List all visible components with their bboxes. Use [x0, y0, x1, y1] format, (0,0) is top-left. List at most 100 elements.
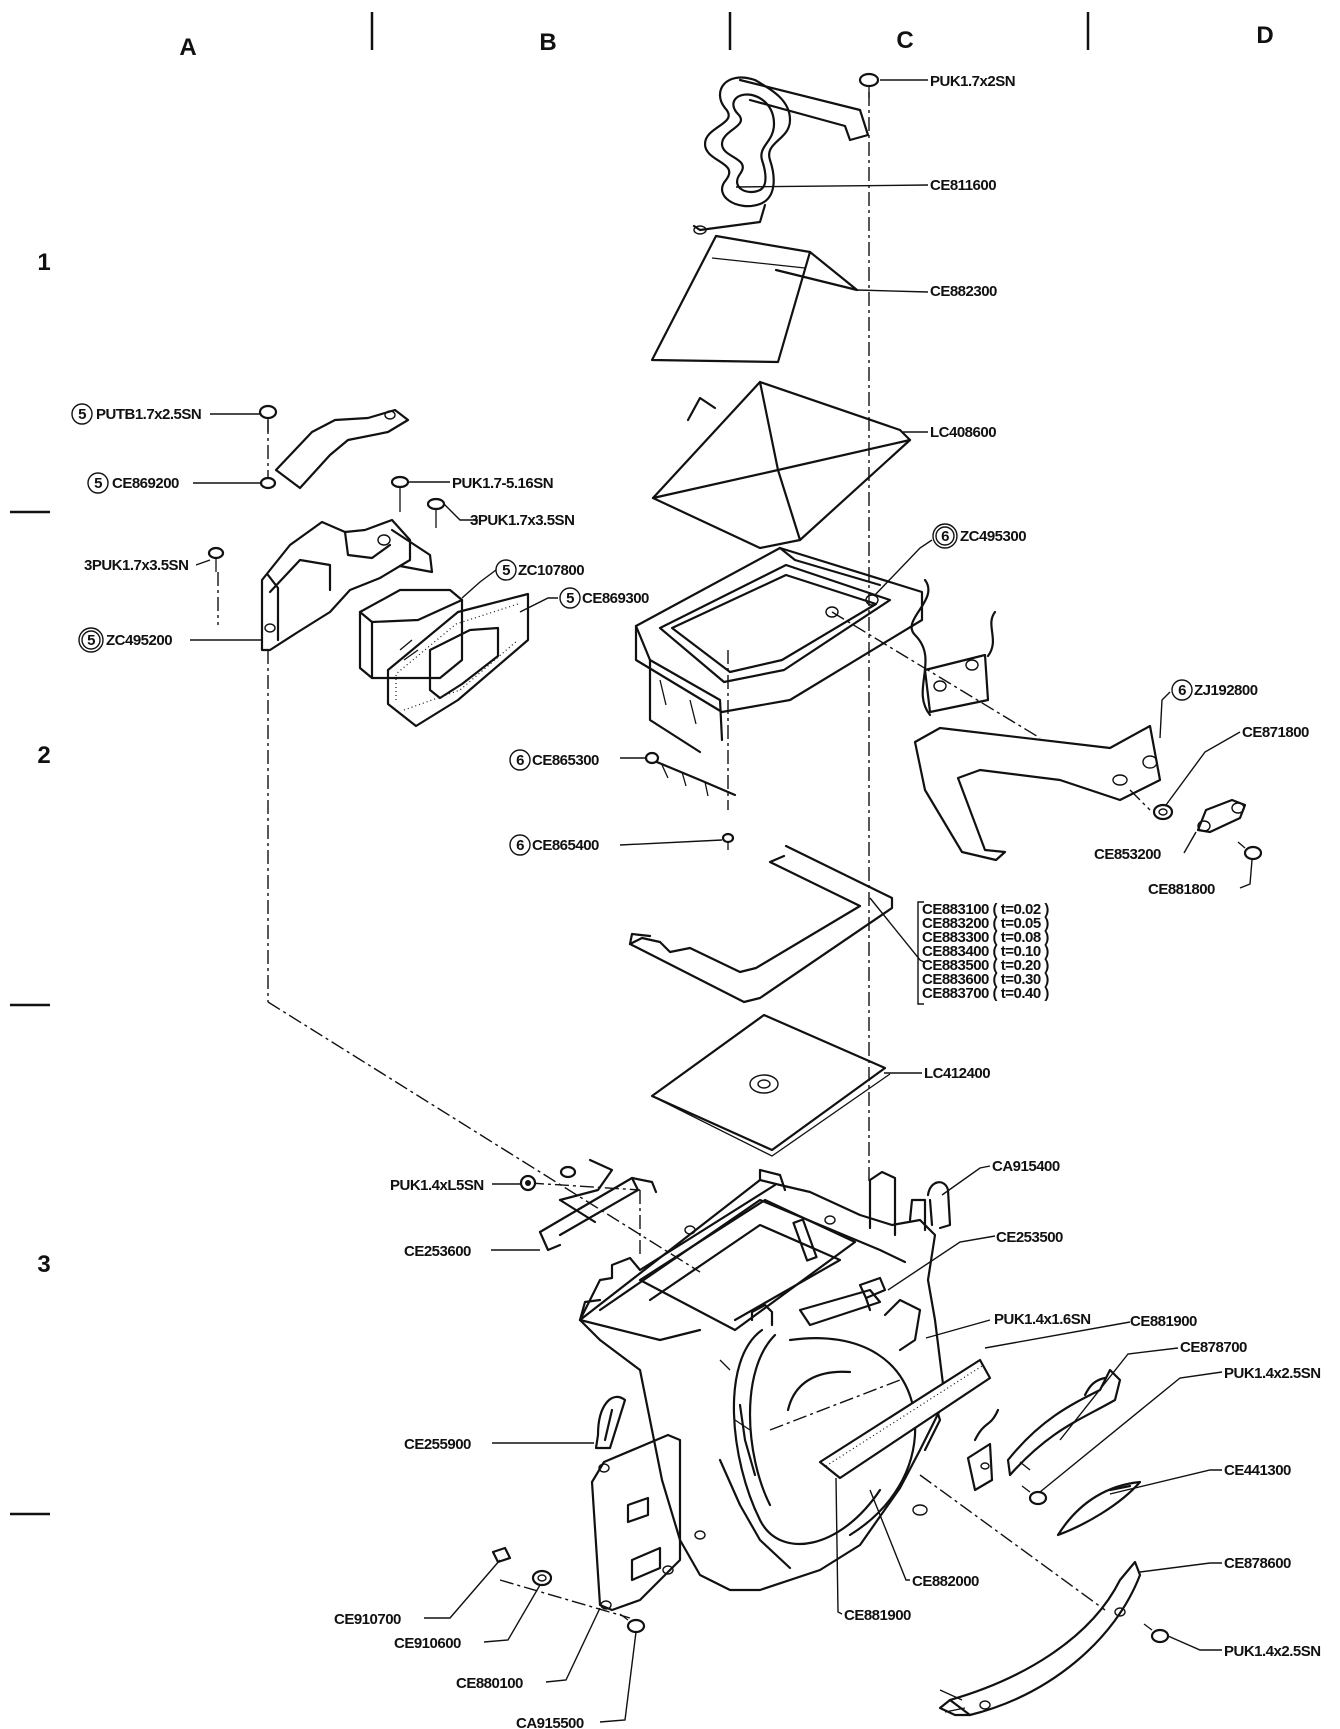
screw-puk14x25sn-upper	[1021, 1485, 1048, 1506]
label-ce865400: CE865400	[532, 837, 599, 854]
body-top-flange	[578, 1183, 777, 1342]
screw-ca915500	[619, 1613, 646, 1634]
label-lc408600: LC408600	[930, 424, 996, 441]
shim-ce883600: CE883600 ( t=0.30 )	[922, 971, 1049, 988]
grid-col-c: C	[896, 27, 913, 54]
screw-3puk17x35sn-left	[207, 546, 225, 572]
label-ce255900: CE255900	[404, 1436, 471, 1453]
label-putb17x25sn: PUTB1.7x2.5SN	[96, 406, 201, 423]
label-ca915500: CA915500	[516, 1715, 584, 1729]
label-3puk17x35sn-right: 3PUK1.7x3.5SN	[470, 512, 574, 529]
part-ce871800-washer	[1152, 803, 1174, 821]
screw-3puk17x35sn-right	[426, 497, 446, 528]
group-marker-6c: 6	[516, 752, 524, 769]
part-ce910600-washer	[531, 1569, 553, 1587]
label-ce871800: CE871800	[1242, 724, 1309, 741]
label-ce881800: CE881800	[1148, 881, 1215, 898]
part-ce869300-gasket	[386, 592, 530, 728]
group-markers: 5 5 5 5 5 6 6 6 6	[71, 403, 1193, 856]
label-lc412400: LC412400	[924, 1065, 990, 1082]
grid-col-b: B	[539, 29, 556, 56]
part-zc107800-block	[358, 588, 464, 680]
label-ce910600: CE910600	[394, 1635, 461, 1652]
label-ce878700: CE878700	[1180, 1339, 1247, 1356]
part-ce853200-clip	[1196, 798, 1247, 834]
part-ce910700	[491, 1546, 512, 1564]
group-marker-6a: 6	[941, 528, 949, 545]
part-ce253500-bracket	[858, 1276, 887, 1312]
label-zj192800: ZJ192800	[1194, 682, 1258, 699]
shim-ce883400: CE883400 ( t=0.10 )	[922, 943, 1049, 960]
label-ce865300: CE865300	[532, 752, 599, 769]
screw-ce881800	[1237, 841, 1263, 861]
part-labels: PUK1.7x2SN CE811600 CE882300 LC408600 PU…	[84, 73, 1321, 1729]
screw-puk14x25sn-lower	[1143, 1623, 1170, 1644]
shim-thickness-table: CE883100 ( t=0.02 ) CE883200 ( t=0.05 ) …	[917, 901, 1050, 1005]
grid-row-2: 2	[37, 742, 50, 769]
grid-row-3: 3	[37, 1251, 50, 1278]
label-puk14x25sn-lower: PUK1.4x2.5SN	[1224, 1643, 1321, 1660]
label-zc107800: ZC107800	[518, 562, 584, 579]
label-puk17x2sn: PUK1.7x2SN	[930, 73, 1015, 90]
label-ce869200: CE869200	[112, 475, 179, 492]
label-ce811600: CE811600	[930, 177, 996, 194]
group-marker-5a: 5	[78, 406, 86, 423]
shim-ce883200: CE883200 ( t=0.05 )	[922, 915, 1049, 932]
part-ce881900-spring	[966, 1408, 1000, 1492]
group-marker-6b: 6	[1178, 682, 1186, 699]
shim-ce883100: CE883100 ( t=0.02 )	[922, 901, 1049, 918]
group-marker-5d: 5	[566, 590, 574, 607]
leader-lines	[190, 79, 1253, 1723]
part-ce882000-spring	[818, 1358, 992, 1480]
group-marker-5b: 5	[94, 475, 102, 492]
body-side-plate	[590, 1433, 682, 1612]
part-ce865400-pin	[721, 832, 735, 850]
group-marker-6d: 6	[516, 837, 524, 854]
shim-ce883300: CE883300 ( t=0.08 )	[922, 929, 1049, 946]
main-body-housing	[578, 1168, 947, 1592]
label-ce878600: CE878600	[1224, 1555, 1291, 1572]
label-puk17-516sn: PUK1.7-5.16SN	[452, 475, 553, 492]
screw-puk17x2sn	[858, 72, 880, 98]
part-lc408600-prism	[651, 380, 912, 550]
part-ce869200-plate	[274, 408, 410, 490]
part-ce865300-spring	[644, 751, 737, 797]
label-ce869300: CE869300	[582, 590, 649, 607]
label-ce881900-lower: CE881900	[844, 1607, 911, 1624]
screw-putb17x25sn	[258, 404, 278, 490]
label-ce910700: CE910700	[334, 1611, 401, 1628]
label-zc495300: ZC495300	[960, 528, 1026, 545]
label-puk14x16sn: PUK1.4x1.6SN	[994, 1311, 1091, 1328]
grid-row-1: 1	[37, 249, 50, 276]
part-ca915400-clip	[926, 1181, 952, 1230]
label-ca915400: CA915400	[992, 1158, 1060, 1175]
part-ce811600-spring	[692, 76, 870, 235]
shim-ce883700: CE883700 ( t=0.40 )	[922, 985, 1049, 1002]
grid-col-d: D	[1256, 22, 1273, 49]
group-marker-5e: 5	[87, 632, 95, 649]
part-ce253600-bracket	[538, 1158, 658, 1252]
grid-col-a: A	[179, 34, 196, 61]
part-zj192800-bracket	[910, 578, 1162, 862]
screw-puk17-516sn	[390, 475, 410, 512]
group-marker-5c: 5	[502, 562, 510, 579]
part-ce883100-shim	[628, 844, 894, 1004]
label-ce882000: CE882000	[912, 1573, 979, 1590]
screw-puk14xl5sn	[519, 1174, 537, 1192]
label-ce880100: CE880100	[456, 1675, 523, 1692]
part-ce878600-lever	[938, 1560, 1142, 1717]
label-puk14xl5sn: PUK1.4xL5SN	[390, 1177, 484, 1194]
assembly-centerlines	[217, 92, 1151, 1619]
label-zc495200: ZC495200	[106, 632, 172, 649]
grid-frame: A B C D 1 2 3	[10, 12, 1274, 1516]
shim-ce883500: CE883500 ( t=0.20 )	[922, 957, 1049, 974]
label-3puk17x35sn-left: 3PUK1.7x3.5SN	[84, 557, 188, 574]
part-ce255900-clip	[594, 1395, 627, 1450]
label-ce253500: CE253500	[996, 1229, 1063, 1246]
part-zc495300-frame	[634, 546, 924, 754]
label-ce253600: CE253600	[404, 1243, 471, 1260]
label-ce853200: CE853200	[1094, 846, 1161, 863]
part-lc412400-plate	[650, 1013, 891, 1157]
part-ce878700-lever	[1006, 1368, 1122, 1477]
